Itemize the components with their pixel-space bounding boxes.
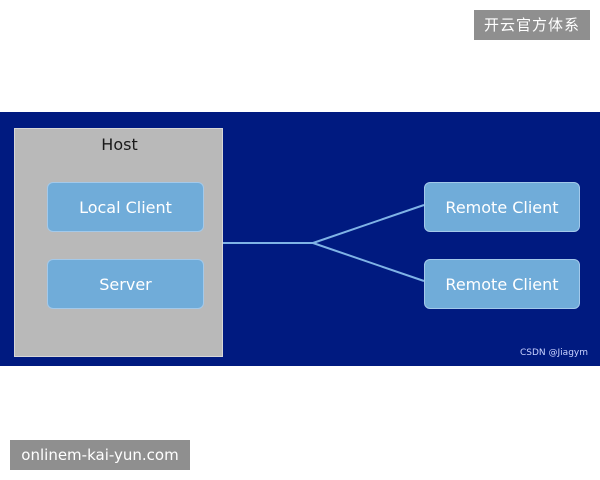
host-label: Host bbox=[101, 135, 138, 154]
watermark-bottom-badge: onlinem-kai-yun.com bbox=[10, 440, 190, 470]
remote-client-2-link bbox=[312, 242, 425, 282]
remote-client-node: Remote Client bbox=[424, 259, 580, 309]
server-node: Server bbox=[47, 259, 204, 309]
watermark-top-badge: 开云官方体系 bbox=[474, 10, 590, 40]
host-box: Host bbox=[14, 128, 223, 357]
local-client-node: Local Client bbox=[47, 182, 204, 232]
remote-client-node: Remote Client bbox=[424, 182, 580, 232]
remote-client-1-link bbox=[312, 204, 425, 244]
network-diagram: Host Local Client Server Remote Client R… bbox=[0, 112, 600, 366]
credit-text: CSDN @Jiagym bbox=[520, 348, 588, 358]
